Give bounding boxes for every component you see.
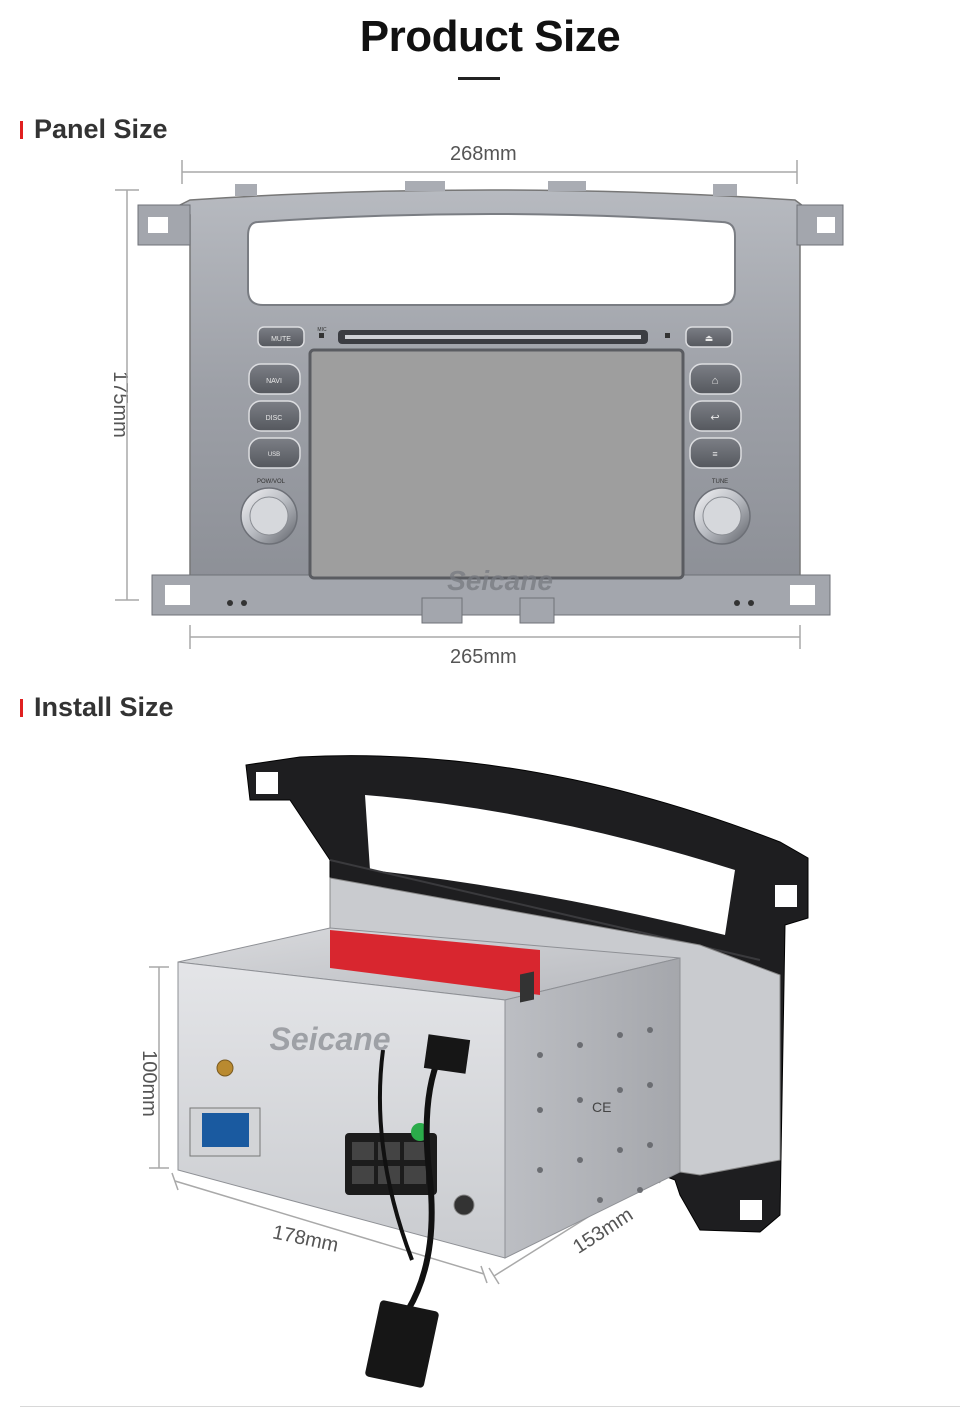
page-title: Product Size: [359, 12, 621, 61]
upper-opening: [247, 213, 736, 306]
eject-icon: ⏏: [705, 333, 714, 343]
usb-button-label: USB: [268, 452, 280, 458]
panel-height-dimension-line: [115, 189, 139, 601]
panel-top-dimension-line: [181, 160, 798, 184]
mute-button-label: MUTE: [271, 336, 291, 343]
eject-button: [685, 326, 733, 348]
install-height-dimension-line: [149, 966, 169, 1169]
heading-accent-bar: [20, 121, 23, 139]
heading-accent-bar: [20, 699, 23, 717]
bottom-divider: [20, 1406, 960, 1407]
menu-button: [689, 437, 742, 469]
panel-brand-watermark: Seicane: [447, 565, 553, 596]
home-icon: ⌂: [712, 375, 719, 387]
navi-button: [248, 363, 301, 395]
usb-button: [248, 437, 301, 469]
disc-button-label: DISC: [266, 415, 283, 422]
mute-button: [257, 326, 305, 348]
install-size-heading: Install Size: [20, 692, 174, 723]
tune-label: TUNE: [712, 479, 728, 485]
pow-vol-label: POW/VOL: [257, 479, 286, 485]
chassis-right: [504, 957, 681, 1259]
right-buttons: ⏏ ⌂ ↩ ≡ TUNE: [665, 326, 751, 545]
ce-mark-icon: CE: [592, 1099, 611, 1115]
install-size-drawing: CE Seicane: [149, 755, 809, 1388]
panel-bottom-dimension-line: [189, 625, 801, 649]
usb-plug-bottom: [365, 1300, 439, 1388]
install-size-heading-label: Install Size: [34, 692, 174, 722]
install-width-dimension-line: [171, 1172, 488, 1284]
left-buttons: MUTE MIC NAVI DISC USB POW/VOL: [240, 326, 327, 545]
panel-width-top-label: 268mm: [450, 143, 517, 165]
install-brand-watermark: Seicane: [270, 1021, 391, 1057]
panel-size-heading-label: Panel Size: [34, 114, 168, 144]
panel-size-heading: Panel Size: [20, 114, 168, 145]
usb-plug-top: [423, 1034, 471, 1074]
panel-width-bottom-label: 265mm: [450, 646, 517, 668]
mic-label: MIC: [317, 327, 327, 333]
menu-icon: ≡: [712, 449, 717, 459]
car-radio-panel: [137, 181, 844, 624]
screen: [308, 348, 685, 580]
back-icon: ↩: [710, 412, 719, 424]
title-underline: [458, 77, 500, 80]
home-button: [689, 363, 742, 395]
navi-button-label: NAVI: [266, 378, 282, 385]
radio-chassis: CE: [177, 877, 781, 1259]
bottom-rail: [151, 574, 831, 616]
disc-button: [248, 400, 301, 432]
panel-size-drawing: MUTE MIC NAVI DISC USB POW/VOL ⏏ ⌂ ↩ ≡ T…: [115, 160, 844, 649]
warning-sticker: [330, 930, 540, 995]
rear-connectors: [189, 1059, 475, 1216]
cable: [365, 1034, 471, 1388]
back-button: [689, 400, 742, 432]
